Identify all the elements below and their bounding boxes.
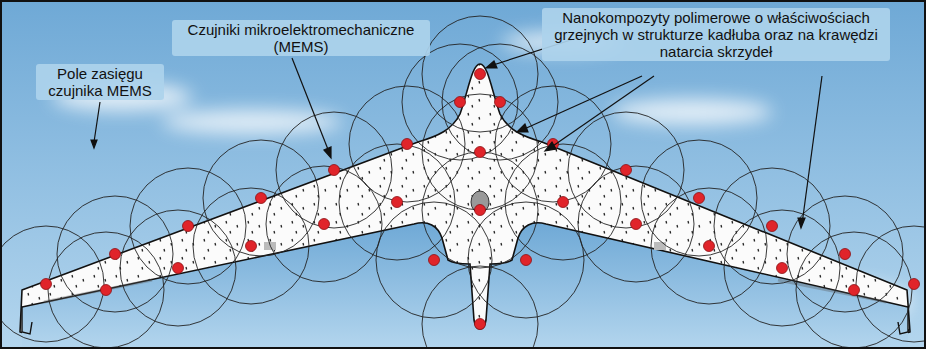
- mems-sensor-dot: [767, 221, 778, 232]
- material-label: Nanokompozyty polimerowe o właściwościac…: [542, 8, 890, 61]
- mems-sensor-dot: [475, 69, 486, 80]
- range-label: Pole zasięgu czujnika MEMS: [36, 64, 164, 100]
- mems-sensor-dot: [319, 219, 330, 230]
- range-circle: [422, 266, 538, 349]
- range-circle: [276, 112, 392, 228]
- range-circle: [442, 44, 558, 160]
- range-circle: [568, 112, 684, 228]
- mems-sensor-dot: [909, 279, 920, 290]
- range-circle: [48, 232, 164, 348]
- drone-body: [20, 64, 910, 349]
- mems-sensor-dot: [631, 219, 642, 230]
- range-circle: [578, 166, 694, 282]
- wing-marker: [654, 242, 666, 250]
- range-circle: [203, 140, 319, 256]
- mems-sensor-dot: [256, 193, 267, 204]
- mems-sensor-dot: [621, 165, 632, 176]
- range-circle: [57, 196, 173, 312]
- mems-sensor-dot: [840, 249, 851, 260]
- mems-sensor-dot: [475, 205, 486, 216]
- mems-sensor-dot: [694, 193, 705, 204]
- elevons: [44, 280, 886, 302]
- mems-sensor-dot: [173, 263, 184, 274]
- range-circle: [641, 140, 757, 256]
- mems-sensor-dot: [704, 241, 715, 252]
- mems-sensor-dot: [402, 139, 413, 150]
- trailing-edge: [22, 223, 908, 329]
- range-circle: [266, 166, 382, 282]
- mems-sensor-dot: [246, 241, 257, 252]
- mems-sensor-dot: [475, 319, 486, 330]
- range-circle: [651, 188, 767, 304]
- range-circle: [856, 226, 926, 342]
- mems-sensor-dot: [329, 165, 340, 176]
- range-circle: [2, 226, 104, 342]
- mems-sensor-dot: [392, 197, 403, 208]
- mems-sensor-dot: [475, 147, 486, 158]
- mems-sensor-dot: [495, 97, 506, 108]
- mems-sensor-dot: [455, 97, 466, 108]
- range-circle: [422, 152, 538, 268]
- sensor-label: Czujniki mikroelektromechaniczne (MEMS): [172, 20, 430, 56]
- mems-sensor-dot: [521, 255, 532, 266]
- range-circle: [402, 44, 518, 160]
- trailing-edge-cutout: [22, 223, 908, 349]
- range-circle: [468, 202, 584, 318]
- range-circle: [193, 188, 309, 304]
- range-circle: [120, 210, 236, 326]
- mems-sensor-dot: [429, 255, 440, 266]
- mems-sensor-dot: [849, 285, 860, 296]
- range-circle: [422, 16, 538, 132]
- range-circle: [422, 94, 538, 210]
- range-circle: [787, 196, 903, 312]
- range-circle: [130, 168, 246, 284]
- mems-sensor-dot: [777, 263, 788, 274]
- range-circle: [714, 168, 830, 284]
- mems-sensor-dot: [41, 279, 52, 290]
- mems-sensor-dot: [558, 197, 569, 208]
- range-circle: [796, 232, 912, 348]
- mems-sensor-dot: [110, 249, 121, 260]
- mems-sensor-dot: [101, 285, 112, 296]
- mems-sensor-dot: [183, 221, 194, 232]
- range-circle: [724, 210, 840, 326]
- range-circle: [376, 202, 492, 318]
- mems-sensors: [41, 69, 920, 330]
- sensor-range-circles: [2, 16, 926, 349]
